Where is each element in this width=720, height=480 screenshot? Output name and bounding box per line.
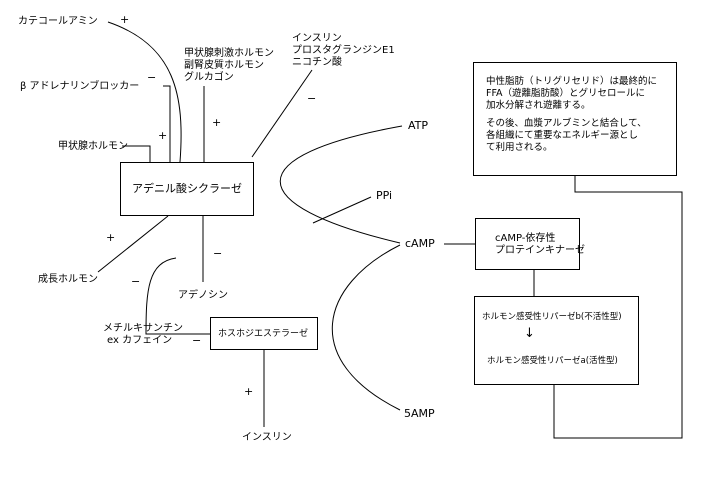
beta-blocker-label: β アドレナリンブロッカー (20, 81, 140, 92)
atp-camp-curve (279, 125, 403, 244)
adenylate-cyclase-box (120, 162, 254, 216)
methylxanthine-line (145, 257, 210, 335)
camp-5amp-curve (331, 244, 401, 411)
ppi-line (312, 196, 372, 224)
insulin-sign: + (244, 385, 254, 398)
lipase-arrow: ↓ (524, 326, 535, 341)
lipase-note-loop (553, 176, 683, 439)
adenosine-label: アデノシン (178, 290, 228, 301)
note-line-3: 加水分解され遊離する。 (486, 100, 591, 111)
amp5-label: 5AMP (404, 407, 435, 420)
pka-box (475, 218, 580, 270)
adenosine-sign: − (213, 247, 223, 260)
methylxanthine-line1: メチルキサンチン (103, 323, 183, 334)
tsh-group-line1: 甲状腺刺激ホルモン (184, 48, 274, 59)
growth-hormone-sign: + (106, 231, 116, 244)
insulin-group-line3: ニコチン酸 (292, 57, 342, 68)
note-line-2: FFA（遊離脂肪酸）とグリセロールに (486, 88, 646, 99)
insulin-group-sign: − (307, 92, 317, 105)
note-line-6: 各組織にて重要なエネルギー源とし (486, 130, 639, 141)
methylxanthine-sign-a: − (131, 275, 141, 288)
pka-label-line2: プロテインキナーゼ (495, 245, 585, 256)
methylxanthine-line2: ex カフェイン (107, 335, 173, 346)
insulin-group-line (251, 69, 313, 158)
thyroid-hormone-label: 甲状腺ホルモン (58, 141, 128, 152)
tsh-group-sign: + (212, 116, 222, 129)
phosphodiesterase-box (210, 317, 318, 350)
thyroid-hormone-sign: + (158, 129, 168, 142)
insulin-group-line1: インスリン (292, 33, 342, 44)
phosphodiesterase-label: ホスホジエステラーゼ (218, 329, 309, 339)
lipase-a-label: ホルモン感受性リパーゼa(活性型) (487, 356, 618, 366)
tsh-group-line2: 副腎皮質ホルモン (184, 60, 264, 71)
note-line-1: 中性脂肪（トリグリセリド）は最終的に (486, 76, 658, 87)
thyroid-hormone-line (122, 145, 151, 162)
beta-blocker-sign: − (147, 71, 157, 84)
tsh-group-line3: グルカゴン (184, 72, 234, 83)
growth-hormone-label: 成長ホルモン (38, 274, 98, 285)
growth-hormone-line (97, 215, 169, 273)
insulin-label: インスリン (242, 432, 292, 443)
methylxanthine-sign-b: − (192, 334, 202, 347)
note-line-5: その後、血漿アルブミンと結合して、 (486, 118, 647, 129)
atp-label: ATP (408, 119, 429, 132)
lipase-box (474, 296, 639, 385)
camp-label: cAMP (405, 237, 435, 250)
pka-label-line1: cAMP-依存性 (495, 233, 556, 244)
ppi-label: PPi (376, 189, 393, 202)
beta-blocker-line (163, 85, 171, 162)
note-box (473, 62, 677, 176)
insulin-group-line2: プロスタグランジンE1 (292, 45, 395, 56)
lipase-b-label: ホルモン感受性リパーゼb(不活性型) (482, 312, 622, 322)
catecholamine-line (107, 21, 182, 163)
note-line-7: て利用される。 (486, 142, 553, 153)
adenylate-cyclase-label: アデニル酸シクラーゼ (132, 182, 242, 195)
catecholamine-sign: + (120, 13, 130, 26)
catecholamine-label: カテコールアミン (18, 16, 98, 27)
